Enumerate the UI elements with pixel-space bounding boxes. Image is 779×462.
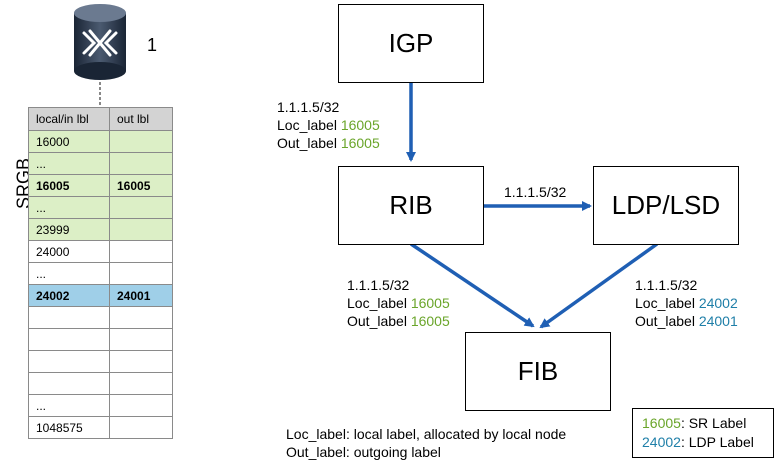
loc-label-key: Loc_label <box>635 295 699 311</box>
table-row <box>28 350 173 373</box>
local-label-cell: 16005 <box>28 174 110 197</box>
loc-label-key: Loc_label <box>347 295 411 311</box>
local-label-cell <box>28 328 110 351</box>
table-row <box>28 372 173 395</box>
local-label-cell <box>28 350 110 373</box>
out-label-cell <box>109 218 173 241</box>
out-label-cell <box>109 350 173 373</box>
local-label-cell: ... <box>28 196 110 219</box>
out-label-key: Out_label <box>347 313 411 329</box>
local-label-cell: 24000 <box>28 240 110 263</box>
legend-sr-value: 16005 <box>642 415 681 431</box>
igp-box: IGP <box>338 4 484 83</box>
out-label-cell: 24001 <box>109 284 173 307</box>
legend: 16005: SR Label 24002: LDP Label <box>632 408 774 458</box>
out-label-cell <box>109 152 173 175</box>
table-row: 1048575 <box>28 416 173 439</box>
out-label-value: 24001 <box>698 313 738 329</box>
column-header-out-label: out lbl <box>109 107 173 131</box>
rib-to-fib-label: 1.1.1.5/32 Loc_label 16005 Out_label 160… <box>347 276 450 330</box>
loc-label-key: Loc_label <box>277 117 341 133</box>
ldp-lsd-box: LDP/LSD <box>593 166 739 245</box>
table-row: 16000 <box>28 130 173 153</box>
loc-label-value: 16005 <box>410 295 450 311</box>
local-label-cell: 24002 <box>28 284 110 307</box>
local-label-cell: ... <box>28 152 110 175</box>
router-icon <box>72 3 128 81</box>
table-row: 23999 <box>28 218 173 241</box>
note-out-label: Out_label: outgoing label <box>286 444 441 460</box>
local-label-cell: ... <box>28 394 110 417</box>
arrow-rib-to-fib <box>410 242 535 328</box>
prefix-text: 1.1.1.5/32 <box>277 99 340 115</box>
router-label: 1 <box>147 35 158 55</box>
local-label-cell <box>28 372 110 395</box>
out-label-cell <box>109 262 173 285</box>
fib-box: FIB <box>465 332 611 411</box>
local-label-cell: ... <box>28 262 110 285</box>
out-label-cell <box>109 394 173 417</box>
table-row: 24000 <box>28 240 173 263</box>
notes: Loc_label: local label, allocated by loc… <box>286 425 566 461</box>
out-label-value: 16005 <box>340 135 380 151</box>
table-row: ... <box>28 394 173 417</box>
out-label-cell <box>109 240 173 263</box>
out-label-cell <box>109 328 173 351</box>
local-label-cell <box>28 306 110 329</box>
out-label-cell <box>109 416 173 439</box>
prefix-text: 1.1.1.5/32 <box>504 184 567 200</box>
legend-ldp-value: 24002 <box>642 434 681 450</box>
igp-to-rib-label: 1.1.1.5/32 Loc_label 16005 Out_label 160… <box>277 98 380 152</box>
loc-label-value: 16005 <box>340 117 380 133</box>
out-label-cell <box>109 196 173 219</box>
column-header-local-label: local/in lbl <box>28 107 110 131</box>
table-row <box>28 328 173 351</box>
table-row: ... <box>28 152 173 175</box>
prefix-text: 1.1.1.5/32 <box>635 277 698 293</box>
table-header-row: local/in lbl out lbl <box>28 107 173 131</box>
out-label-value: 16005 <box>410 313 450 329</box>
rib-to-ldp-label: 1.1.1.5/32 <box>504 183 566 201</box>
table-row: ... <box>28 196 173 219</box>
out-label-cell <box>109 130 173 153</box>
legend-sr-text: : SR Label <box>680 415 747 431</box>
legend-ldp-text: : LDP Label <box>680 434 754 450</box>
out-label-cell <box>109 306 173 329</box>
rib-box: RIB <box>338 166 484 245</box>
out-label-cell <box>109 372 173 395</box>
ldp-to-fib-label: 1.1.1.5/32 Loc_label 24002 Out_label 240… <box>635 276 738 330</box>
out-label-key: Out_label <box>277 135 341 151</box>
loc-label-value: 24002 <box>698 295 738 311</box>
arrow-ldp-to-fib <box>539 242 659 329</box>
local-label-cell: 1048575 <box>28 416 110 439</box>
table-row <box>28 306 173 329</box>
local-label-cell: 16000 <box>28 130 110 153</box>
prefix-text: 1.1.1.5/32 <box>347 277 410 293</box>
note-loc-label: Loc_label: local label, allocated by loc… <box>286 426 567 442</box>
table-row: ... <box>28 262 173 285</box>
out-label-cell: 16005 <box>109 174 173 197</box>
local-label-cell: 23999 <box>28 218 110 241</box>
out-label-key: Out_label <box>635 313 699 329</box>
